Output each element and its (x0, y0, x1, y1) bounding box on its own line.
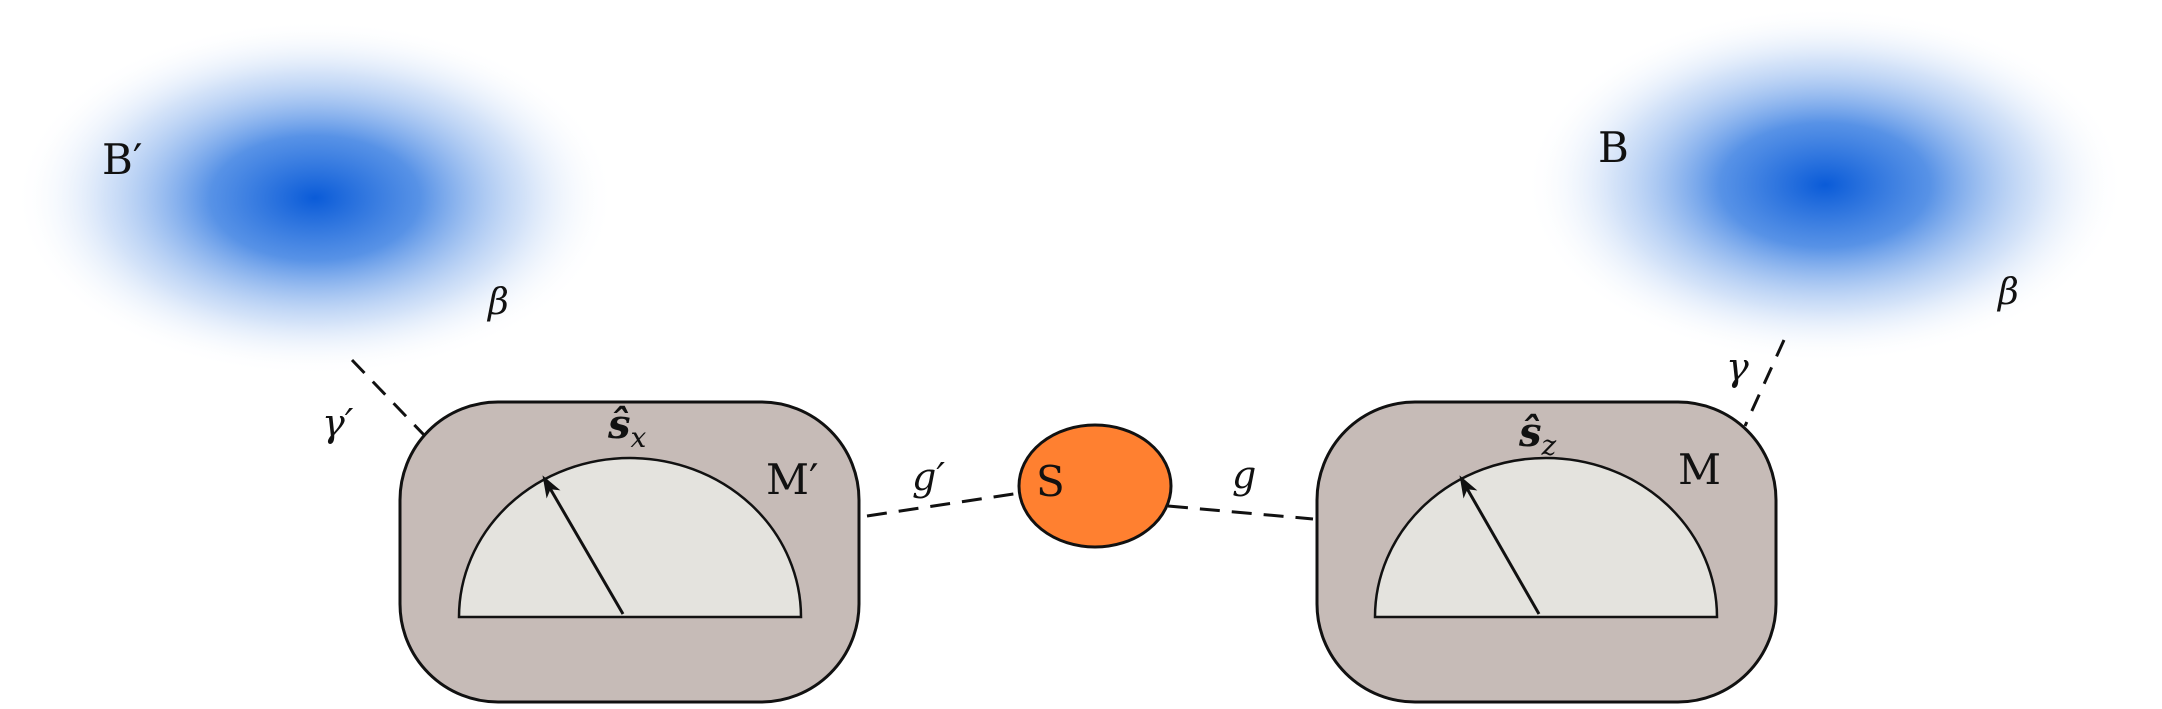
bath-left-cloud (15, 20, 615, 376)
meter-right-observable-symbol: ŝ (1518, 409, 1542, 456)
coupling-line-right-bath (1743, 339, 1786, 427)
meter-right-needle (1459, 475, 1541, 615)
meter-left-observable-symbol: ŝ (607, 401, 631, 448)
coupling-label-left-bath: γ′ (322, 401, 354, 445)
meter-left: ŝx M′ (398, 400, 861, 704)
bath-right-cloud (1525, 7, 2125, 363)
bath-right-label: B (1598, 123, 1629, 172)
meter-left-label: M′ (766, 455, 819, 504)
bath-left-label: B′ (102, 135, 142, 184)
system-node (1017, 423, 1173, 549)
meter-left-observable: ŝx (607, 401, 647, 454)
coupling-label-right-bath: γ (1726, 345, 1749, 389)
meter-right-observable: ŝz (1518, 409, 1557, 462)
meter-left-needle (542, 475, 625, 615)
meter-right-observable-subscript: z (1541, 429, 1557, 462)
bath-right-temperature: β (1996, 272, 2019, 313)
system-label: S (1036, 457, 1065, 506)
meter-right: ŝz M (1315, 400, 1778, 704)
coupling-line-left-system (866, 491, 1021, 518)
bath-left-temperature: β (486, 282, 509, 323)
coupling-label-left-system: g′ (912, 455, 945, 499)
meter-right-label: M (1678, 445, 1721, 494)
meter-left-observable-subscript: x (631, 421, 647, 454)
coupling-line-left-bath (350, 358, 427, 438)
coupling-line-right-system (1167, 504, 1314, 521)
coupling-label-right-system: g (1232, 453, 1256, 497)
